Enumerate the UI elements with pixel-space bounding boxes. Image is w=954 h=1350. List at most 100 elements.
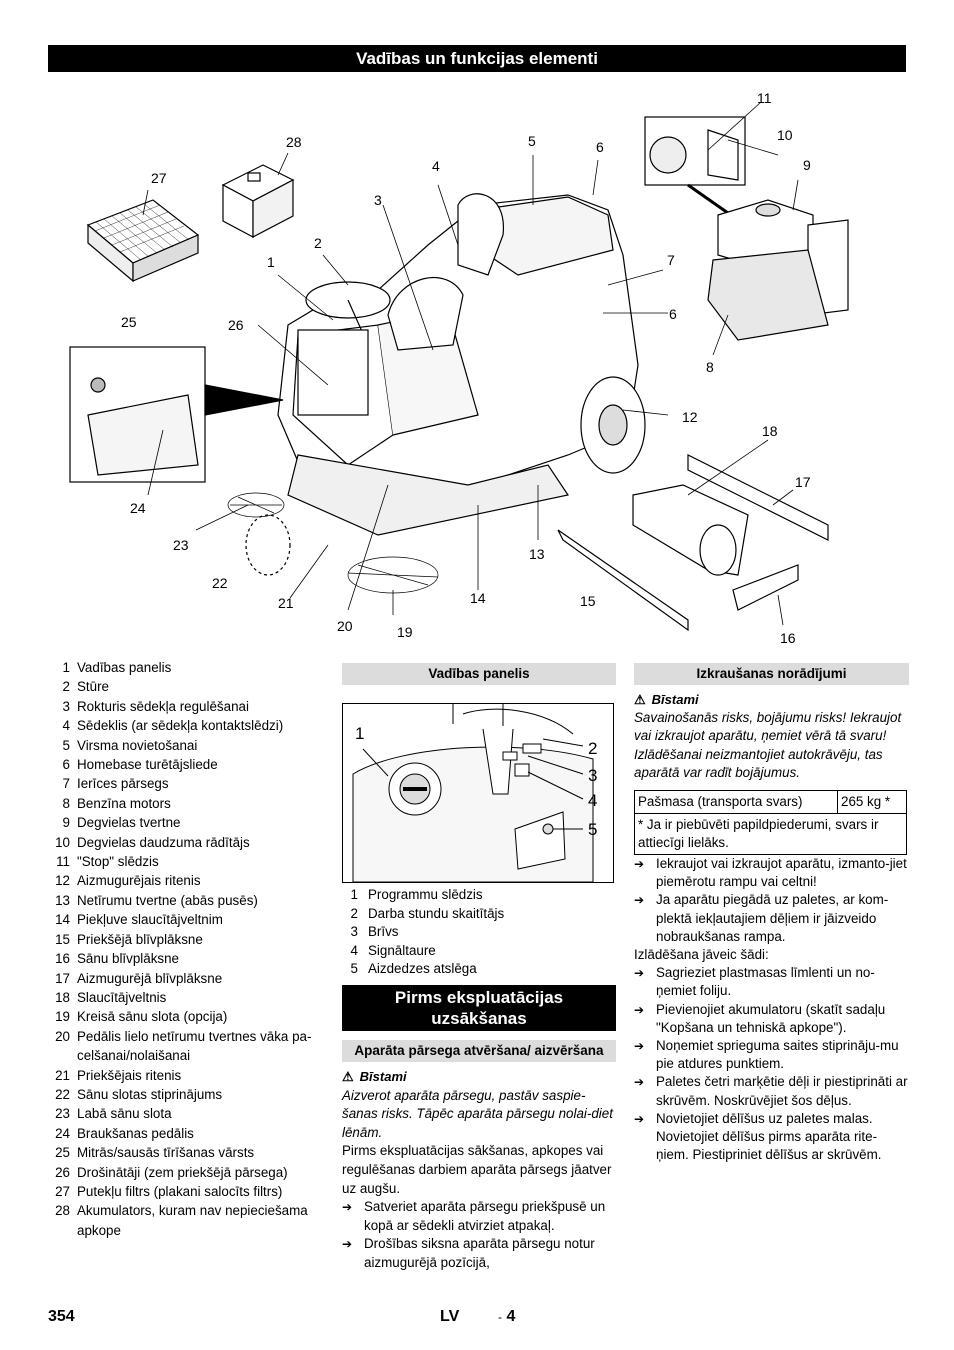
- arrow-icon: ➔: [634, 1002, 645, 1017]
- callout-10: 10: [777, 127, 793, 143]
- item-text: Aizmugurējā blīvplāksne: [77, 970, 223, 986]
- item-number: 15: [55, 931, 70, 947]
- item-number: 5: [350, 961, 358, 977]
- panel-callout-1: 1: [355, 724, 364, 743]
- step-text: Paletes četri marķētie dēļi ir piestipri…: [656, 1074, 908, 1108]
- warning-text: Aizverot aparāta pārsegu, pastāv saspie-…: [342, 1087, 613, 1140]
- step-item: ➔Iekraujot vai izkraujot aparātu, izmant…: [634, 855, 909, 891]
- front-seal-drawing: [557, 529, 689, 632]
- step-item: ➔Ja aparātu piegādā uz paletes, ar kom-p…: [634, 891, 909, 946]
- item-text: Pedālis lielo netīrumu tvertnes vāka pa-…: [77, 1028, 312, 1064]
- pedal-inset-drawing: [69, 346, 284, 483]
- item-text: Rokturis sēdekļa regulēšanai: [77, 698, 249, 714]
- step-item: ➔Pievienojiet akumulatoru (skatīt sadaļu…: [634, 1001, 909, 1037]
- item-number: 16: [55, 951, 70, 967]
- item-text: Priekšējā blīvplāksne: [77, 931, 203, 947]
- panel-callout-3: 3: [588, 766, 597, 785]
- arrow-icon: ➔: [342, 1200, 353, 1215]
- step-item: ➔ Noņemiet sprieguma saites stiprināju-mu…: [634, 1037, 909, 1073]
- item-number: 9: [62, 815, 70, 831]
- callout-22: 22: [212, 575, 228, 591]
- warning-triangle-icon: ⚠: [634, 692, 646, 707]
- item-text: Programmu slēdzis: [368, 887, 483, 902]
- leader-lines: [142, 102, 799, 626]
- item-text: Priekšējais ritenis: [77, 1067, 182, 1083]
- unloading-steps-b: ➔Sagrieziet plastmasas līmlenti un no-ņe…: [634, 964, 909, 1164]
- item-number: 18: [55, 989, 70, 1005]
- item-text: Netīrumu tvertne (abās pusēs): [77, 892, 258, 908]
- item-number: 12: [55, 873, 70, 889]
- list-item: 15 Priekšējā blīvplāksne: [47, 930, 332, 949]
- item-number: 7: [62, 776, 70, 792]
- item-text: Kreisā sānu slota (opcija): [77, 1009, 228, 1025]
- step-text: Ja aparātu piegādā uz paletes, ar kom-pl…: [656, 892, 889, 944]
- item-text: Benzīna motors: [77, 795, 171, 811]
- item-number: 8: [62, 795, 70, 811]
- item-number: 10: [55, 834, 70, 850]
- list-item: 3 Brīvs: [342, 923, 616, 942]
- item-number: 22: [55, 1086, 70, 1102]
- roller-drawing: [632, 484, 749, 576]
- item-number: 24: [55, 1125, 70, 1141]
- step-item: ➔Novietojiet dēlīšus uz paletes malas. N…: [634, 1110, 909, 1165]
- callout-2: 2: [314, 235, 322, 251]
- callout-4: 4: [432, 158, 440, 174]
- unloading-intro: Izlādēšana jāveic šādi:: [634, 947, 769, 963]
- panel-heading: Vadības panelis: [342, 663, 616, 685]
- item-number: 11: [56, 854, 70, 870]
- item-number: 3: [350, 924, 358, 940]
- arrow-icon: ➔: [634, 1039, 645, 1054]
- list-item: 21 Priekšējais ritenis: [47, 1066, 332, 1085]
- list-item: 8 Benzīna motors: [47, 794, 332, 813]
- item-text: Sēdeklis (ar sēdekļa kontaktslēdzi): [77, 718, 284, 734]
- step-text: Noņemiet sprieguma saites stiprināju-mu …: [656, 1038, 899, 1072]
- callout-13: 13: [529, 546, 545, 562]
- item-number: 27: [55, 1183, 70, 1199]
- item-text: Sānu slotas stiprinājums: [77, 1086, 223, 1102]
- item-text: Sānu blīvplāksne: [77, 951, 179, 967]
- weight-label: Pašmasa (transporta svars): [634, 790, 838, 815]
- item-text: Ierīces pārsegs: [77, 776, 169, 792]
- item-text: Brīvs: [368, 924, 399, 940]
- item-number: 1: [350, 887, 358, 902]
- item-text: Vadības panelis: [77, 660, 172, 675]
- weight-table: Pašmasa (transporta svars) 265 kg * * Ja…: [634, 790, 907, 856]
- step-item: ➔Sagrieziet plastmasas līmlenti un no-ņe…: [634, 964, 909, 1000]
- item-text: Labā sānu slota: [77, 1106, 172, 1122]
- item-number: 21: [55, 1067, 70, 1083]
- item-number: 6: [62, 757, 70, 773]
- engine-drawing: [707, 199, 849, 341]
- section-title: Vadības un funkcijas elementi: [48, 45, 906, 72]
- list-item: 16 Sānu blīvplāksne: [47, 949, 332, 968]
- item-number: 28: [55, 1203, 70, 1219]
- machine-overview-illustration: 1 2 3 4 5 6 6 7 8 9 10 11 12 13 14 15 16…: [69, 90, 849, 646]
- item-text: Darba stundu skaitītājs: [368, 905, 505, 921]
- callout-17: 17: [795, 474, 811, 490]
- callout-26: 26: [228, 317, 244, 333]
- item-number: 5: [62, 737, 70, 753]
- item-text: Drošinātāji (zem priekšējā pārsega): [77, 1164, 288, 1180]
- battery-drawing: [221, 164, 295, 238]
- panel-callout-5: 5: [588, 820, 597, 839]
- engine-inset-drawing: [644, 116, 746, 222]
- warning-label-2: ⚠ Bīstami: [634, 691, 909, 709]
- callout-1: 1: [267, 254, 275, 270]
- callout-27: 27: [151, 170, 167, 186]
- control-panel-figure: 1 2 3 4 5: [342, 703, 614, 883]
- item-number: 25: [55, 1145, 70, 1161]
- step-text: Satveriet aparāta pārsegu priekšpusē un …: [364, 1199, 606, 1233]
- item-text: Aizdedzes atslēga: [368, 961, 477, 977]
